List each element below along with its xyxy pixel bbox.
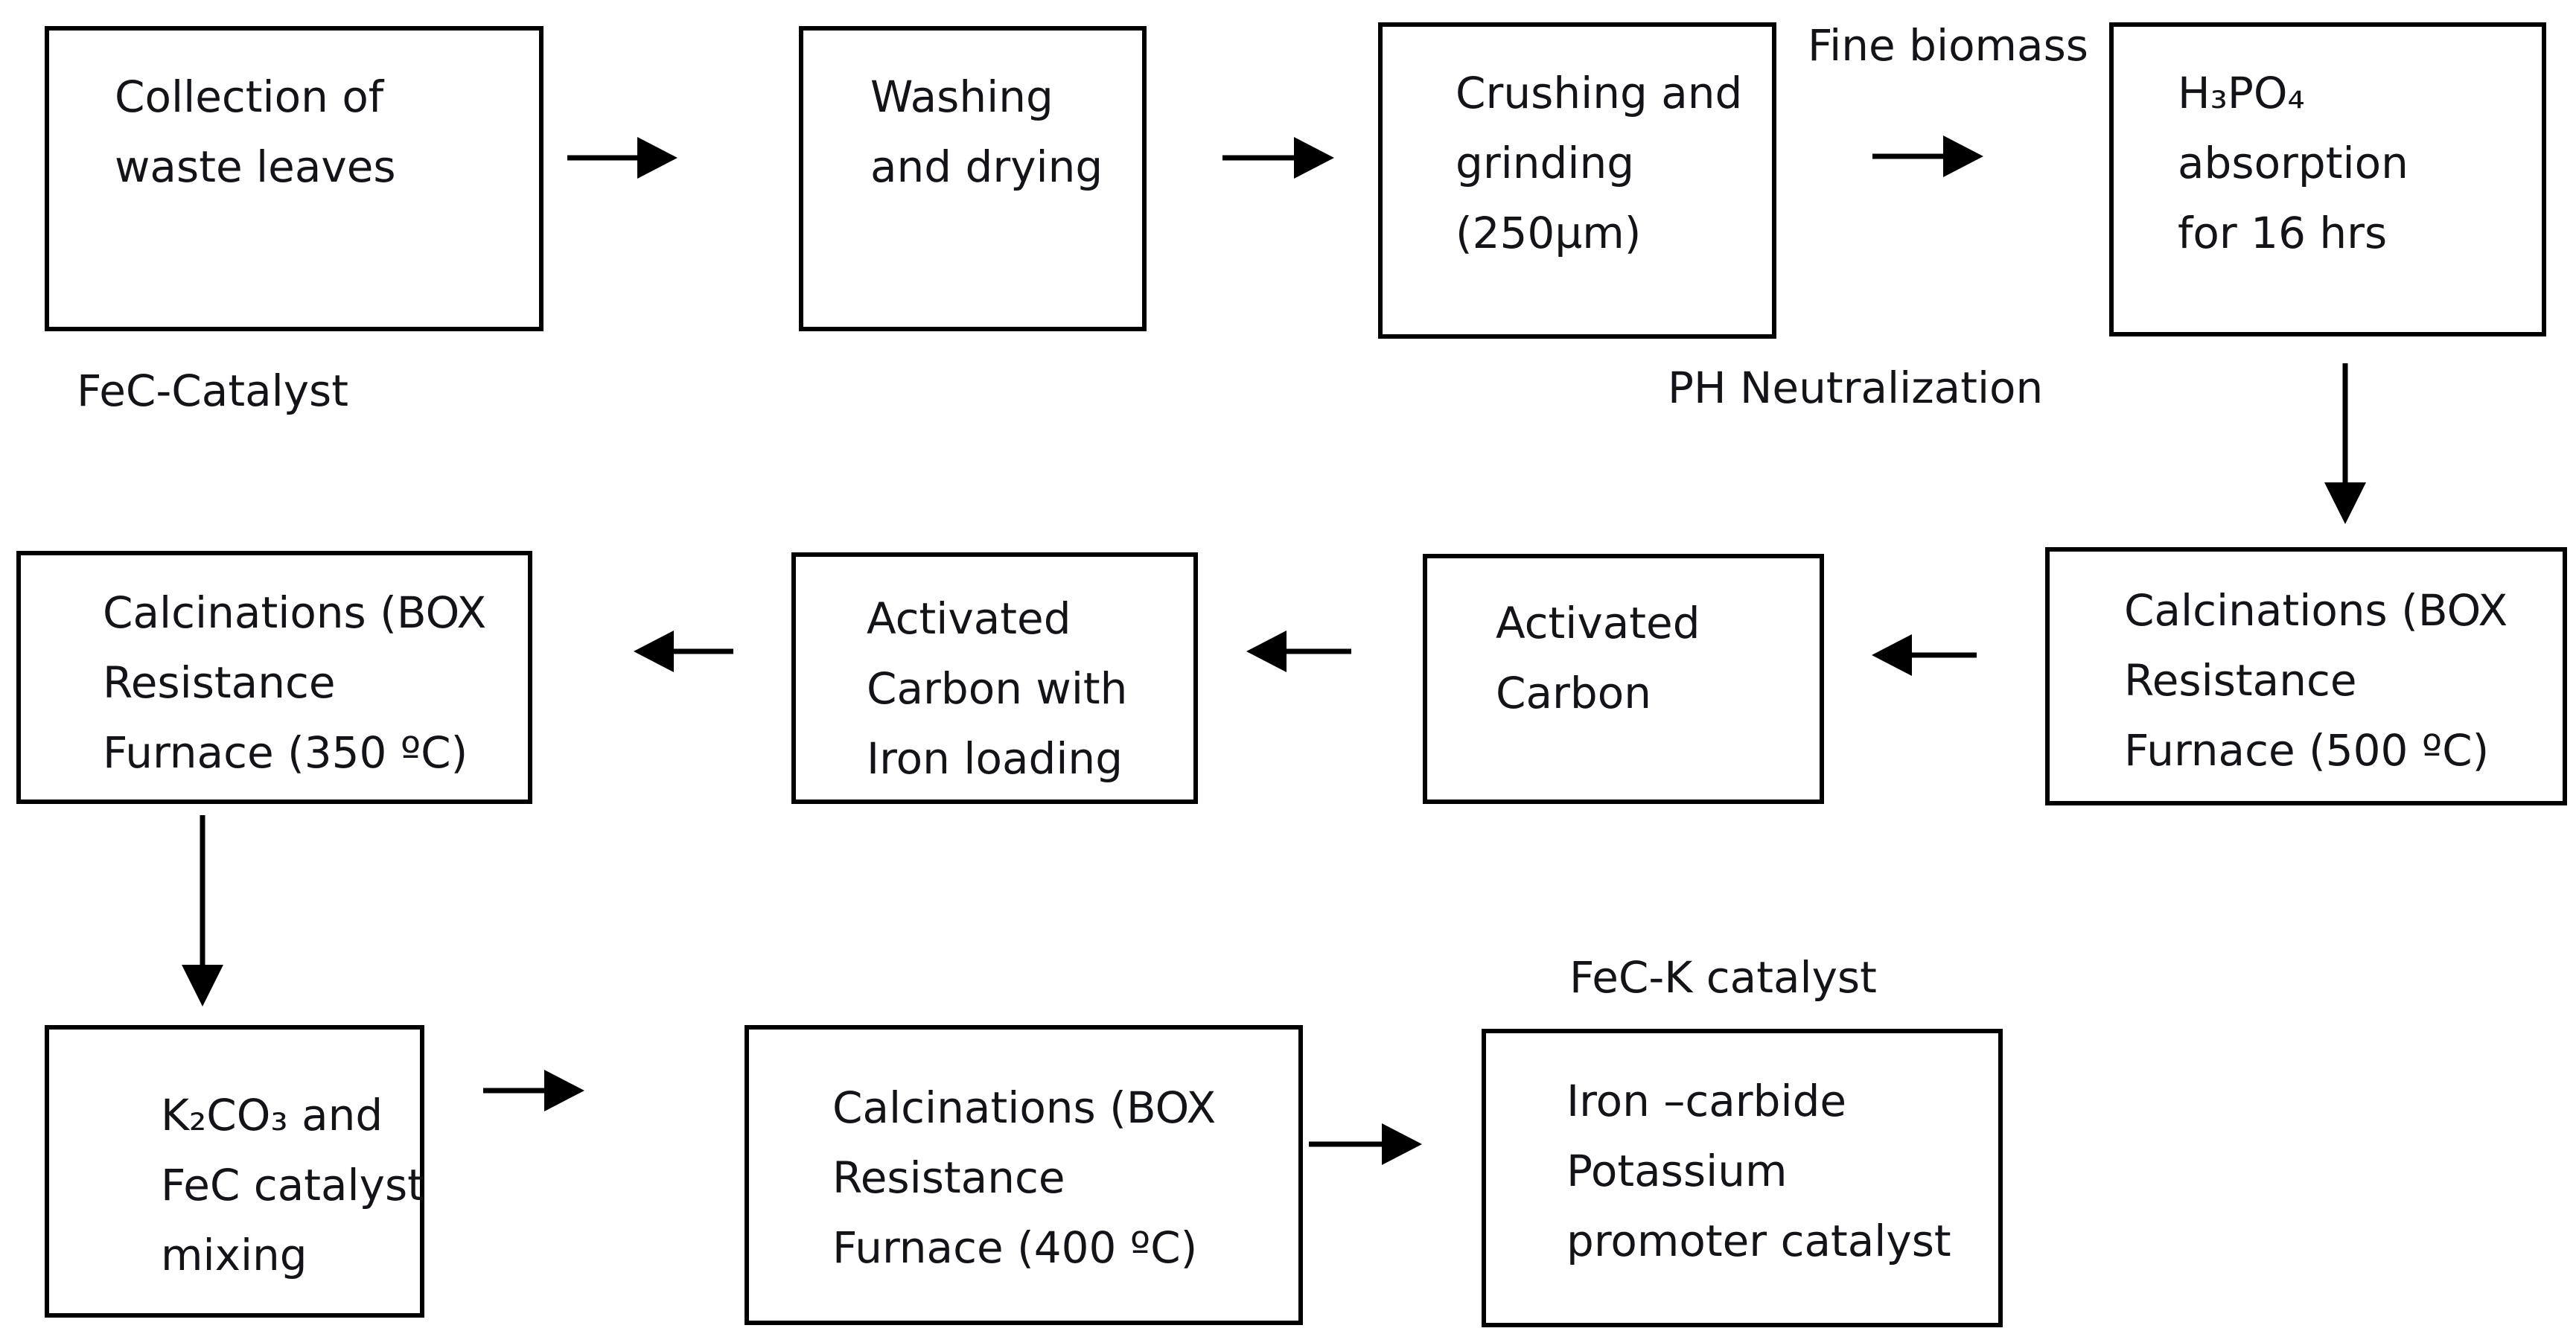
arrow-calcination400-to-iron-carbide-icon [1309,1123,1422,1165]
arrow-h3po4-to-calcination500-icon [2324,363,2366,524]
arrow-activated-carbon-to-iron-loading-icon [1246,631,1351,672]
arrow-iron-loading-to-calcination350-icon [634,631,733,672]
arrow-collection-to-washing-icon [567,137,678,179]
box-calcination-400: Calcinations (BOX Resistance Furnace (40… [745,1025,1303,1325]
box-activated-carbon: Activated Carbon [1423,554,1824,804]
arrow-washing-to-crushing-icon [1222,137,1334,179]
box-activated-carbon-with-iron-loading: Activated Carbon with Iron loading [791,552,1198,804]
box-calcination-500: Calcinations (BOX Resistance Furnace (50… [2045,547,2567,805]
box-k2co3-fec-mixing: K₂CO₃ and FeC catalyst mixing [45,1025,424,1318]
box-calcination-350: Calcinations (BOX Resistance Furnace (35… [16,551,532,804]
box-crushing-and-grinding: Crushing and grinding (250µm) [1378,22,1776,339]
arrow-calcination350-to-k2co3-icon [182,815,223,1006]
box-iron-carbide-potassium-promoter-catalyst: Iron –carbide Potassium promoter catalys… [1482,1029,2003,1327]
arrow-crushing-to-h3po4-icon [1872,135,1983,177]
box-washing-and-drying: Washing and drying [799,26,1147,331]
label-fec-catalyst: FeC-Catalyst [77,366,349,416]
box-h3po4-absorption: H₃PO₄ absorption for 16 hrs [2109,22,2546,336]
label-ph-neutralization: PH Neutralization [1668,363,2044,413]
arrow-calcination500-to-activated-carbon-icon [1872,634,1977,676]
label-fine-biomass: Fine biomass [1808,20,2089,71]
box-collection-of-waste-leaves: Collection of waste leaves [45,26,543,331]
arrow-k2co3-to-calcination400-icon [483,1070,584,1111]
label-fec-k-catalyst: FeC-K catalyst [1569,952,1877,1003]
